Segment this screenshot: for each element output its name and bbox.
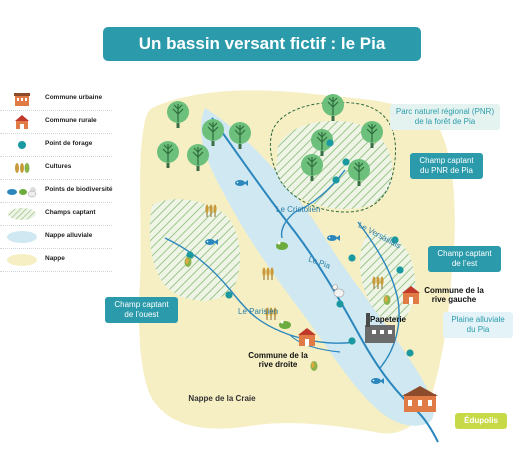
crops-icon: [371, 276, 385, 290]
callout-pnr: Parc naturel régional (PNR) de la forêt …: [390, 104, 500, 130]
capture-field-pnr: [276, 120, 393, 210]
legend-label: Commune rurale: [45, 117, 97, 124]
alluvial-aquifer-icon: [7, 231, 37, 243]
legend-label: Nappe alluviale: [45, 232, 93, 239]
alluvial-aquifer: [201, 108, 434, 426]
legend-item-rural: Commune rurale: [0, 111, 112, 134]
hatched-area-icon: [8, 208, 36, 220]
melon-icon: [184, 257, 192, 267]
river-rive-droite: [289, 334, 341, 353]
callout-nappe-craie: Nappe de la Craie: [180, 391, 264, 407]
crops-icon: [261, 267, 275, 281]
river-pia: [211, 117, 439, 443]
callout-champ-est: Champ captant de l’est: [428, 246, 501, 272]
capture-field-east: [360, 233, 416, 323]
label-rive-droite: Commune de la rive droite: [248, 351, 308, 369]
callout-edupolis: Édupolis: [455, 413, 507, 429]
callout-champ-pnr: Champ captant du PNR de Pia: [410, 153, 483, 179]
label-rive-gauche: Commune de la rive gauche: [424, 286, 484, 304]
legend-item-biodiversity: Points de biodiversité: [0, 180, 113, 203]
drilling-point-icon: [336, 300, 344, 308]
legend-item-alluvial: Nappe alluviale: [0, 226, 112, 249]
melon-icon: [383, 295, 391, 305]
drilling-point-icon: [18, 141, 26, 149]
frog-icon: [276, 241, 288, 250]
paper-mill-icon: [365, 313, 395, 343]
rural-house-icon: [15, 115, 29, 129]
legend: Commune urbaine Commune rurale Point de …: [0, 88, 113, 272]
river-cristolien: [280, 169, 346, 239]
legend-item-hatched: Champs captant: [0, 203, 112, 226]
label-papeterie: Papeterie: [369, 315, 407, 324]
urban-building-icon: [14, 93, 30, 106]
drilling-point-icon: [225, 291, 233, 299]
river-label-parisien: Le Parisien: [238, 307, 279, 316]
drilling-point-icon: [406, 349, 414, 357]
crops-icon: [204, 204, 218, 218]
callout-plaine: Plaine alluviale du Pia: [443, 312, 513, 338]
crops-icon: [15, 163, 30, 173]
melon-icon: [310, 361, 318, 371]
river-parisien: [164, 237, 356, 344]
callout-champ-ouest: Champ captant de l’ouest: [105, 297, 178, 323]
frog-icon: [279, 320, 291, 329]
drilling-point-icon: [342, 158, 350, 166]
drilling-point-icon: [396, 266, 404, 274]
drilling-point-icon: [332, 176, 340, 184]
drilling-point-icon: [348, 254, 356, 262]
drilling-point-icon: [326, 139, 334, 147]
bird-icon: [332, 284, 345, 298]
legend-item-drilling: Point de forage: [0, 134, 112, 157]
legend-label: Nappe: [45, 255, 65, 262]
legend-label: Commune urbaine: [45, 94, 103, 101]
urban-building-icon: [402, 386, 438, 412]
legend-item-aquifer: Nappe: [0, 249, 112, 272]
legend-item-urban: Commune urbaine: [0, 88, 112, 111]
legend-label: Cultures: [45, 163, 72, 170]
river-versaillais: [357, 221, 400, 369]
legend-label: Points de biodiversité: [45, 186, 113, 193]
legend-label: Champs captant: [45, 209, 96, 216]
legend-item-crops: Cultures: [0, 157, 112, 180]
page-title: Un bassin versant fictif : le Pia: [103, 27, 421, 61]
aquifer-icon: [7, 254, 37, 266]
river-label-cristolien: Le Cristolien: [276, 205, 321, 214]
legend-label: Point de forage: [45, 140, 93, 147]
biodiversity-icon: [7, 187, 37, 198]
drilling-point-icon: [348, 337, 356, 345]
